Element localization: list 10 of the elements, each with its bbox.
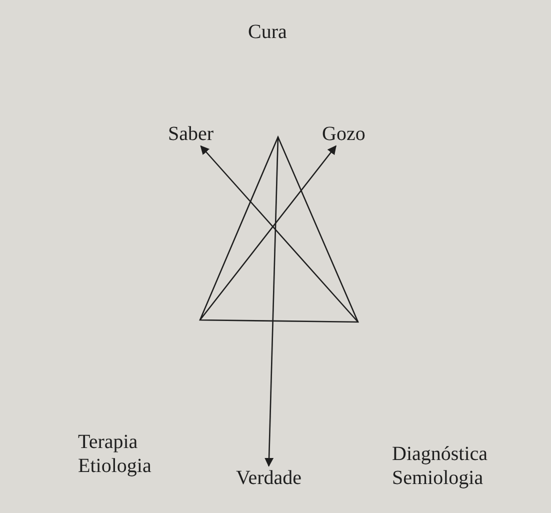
term-label: Saber bbox=[168, 122, 214, 146]
term-label: Diagnóstica bbox=[392, 442, 488, 466]
term-label: Gozo bbox=[322, 122, 366, 146]
arrow bbox=[264, 136, 279, 467]
arrow bbox=[199, 145, 336, 320]
term-label: Etiologia bbox=[78, 454, 152, 478]
term-label: Terapia bbox=[78, 430, 138, 454]
term-label: Verdade bbox=[236, 466, 302, 490]
term-label: Semiologia bbox=[392, 466, 484, 490]
term-label: Cura bbox=[248, 20, 287, 44]
